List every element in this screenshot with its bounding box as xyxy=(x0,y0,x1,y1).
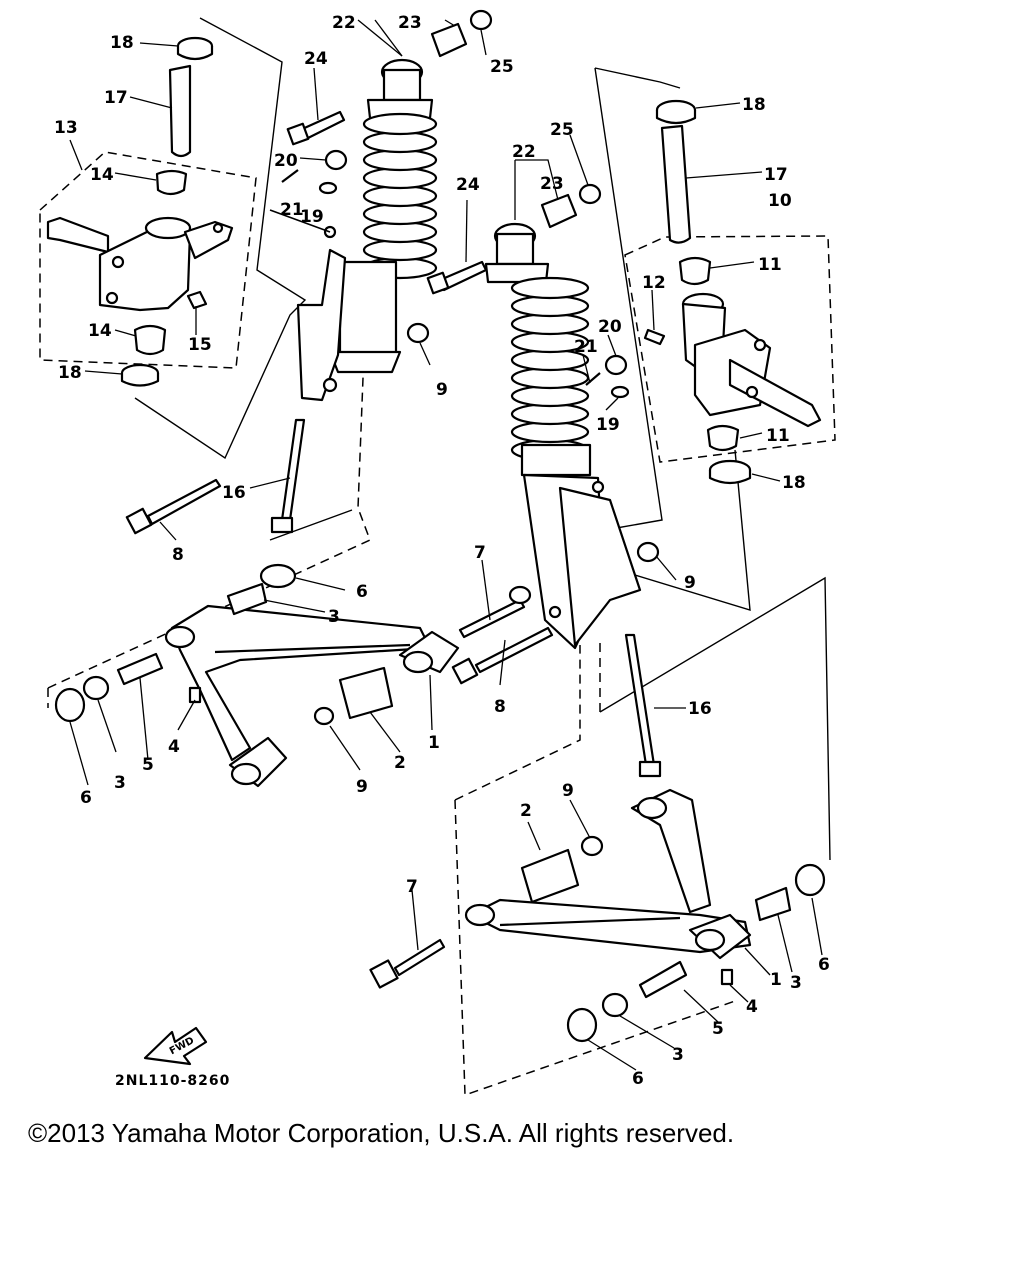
callout-1-right: 1 xyxy=(770,970,782,990)
callout-7-left: 7 xyxy=(474,543,486,563)
callout-numbers: 22 23 25 18 17 24 20 21 19 13 14 14 15 1… xyxy=(54,13,830,1089)
callout-3-right-top: 3 xyxy=(790,973,802,993)
callout-3-right-bottom: 3 xyxy=(672,1045,684,1065)
spring-coil xyxy=(362,112,438,136)
callout-24-right: 24 xyxy=(456,175,480,195)
callout-23-right: 23 xyxy=(540,174,564,194)
long-bolts xyxy=(125,418,662,989)
right-shock-absorber xyxy=(484,222,642,650)
callout-20-left: 20 xyxy=(274,151,298,171)
leader-lines xyxy=(69,19,823,1071)
callout-13: 13 xyxy=(54,118,78,138)
callout-11-right-bottom: 11 xyxy=(766,426,790,446)
callout-23-left: 23 xyxy=(398,13,422,33)
callout-17-right: 17 xyxy=(764,165,788,185)
left-reference-frame xyxy=(47,17,371,708)
shock-mount-bolts xyxy=(281,110,660,563)
callout-9-left-bottom: 9 xyxy=(356,777,368,797)
callout-17-left: 17 xyxy=(104,88,128,108)
callout-2-right: 2 xyxy=(520,801,532,821)
callout-21-left: 21 xyxy=(280,200,304,220)
callout-8-left: 8 xyxy=(172,545,184,565)
callout-9-left-top: 9 xyxy=(436,380,448,400)
callout-19-right: 19 xyxy=(596,415,620,435)
left-shock-absorber xyxy=(269,58,438,402)
callout-4-left: 4 xyxy=(168,737,180,757)
callout-9-right-bottom: 9 xyxy=(562,781,574,801)
callout-19-left: 19 xyxy=(300,207,324,227)
callout-12: 12 xyxy=(642,273,666,293)
right-steering-knuckle xyxy=(643,99,822,485)
spring-coil xyxy=(510,276,590,300)
callout-6-right-bottom: 6 xyxy=(632,1069,644,1089)
copyright-notice: ©2013 Yamaha Motor Corporation, U.S.A. A… xyxy=(28,1118,735,1148)
callout-21-right: 21 xyxy=(574,337,598,357)
left-king-pin-parts xyxy=(120,36,214,387)
callout-11-right-top: 11 xyxy=(758,255,782,275)
left-a-arm xyxy=(54,563,460,788)
callout-6-left-bottom: 6 xyxy=(80,788,92,808)
callout-18-left-bottom: 18 xyxy=(58,363,82,383)
callout-18-left-top: 18 xyxy=(110,33,134,53)
left-steering-knuckle xyxy=(46,216,234,312)
left-knuckle-dashed-box xyxy=(39,151,257,369)
callout-4-right: 4 xyxy=(746,997,758,1017)
callout-10: 10 xyxy=(768,191,792,211)
callout-5-right: 5 xyxy=(712,1019,724,1039)
callout-3-left-bottom: 3 xyxy=(114,773,126,793)
callout-16-right: 16 xyxy=(688,699,712,719)
callout-18-right-bottom: 18 xyxy=(782,473,806,493)
callout-22-right: 22 xyxy=(512,142,536,162)
right-a-arm xyxy=(464,788,826,1043)
callout-5-left: 5 xyxy=(142,755,154,775)
callout-14-left-top: 14 xyxy=(90,165,114,185)
callout-6-right-top: 6 xyxy=(818,955,830,975)
callout-15: 15 xyxy=(188,335,212,355)
callout-14-left-bottom: 14 xyxy=(88,321,112,341)
forward-direction-arrow: FWD xyxy=(143,1026,208,1066)
callout-9-right-top: 9 xyxy=(684,573,696,593)
callout-25-right: 25 xyxy=(550,120,574,140)
top-bushings-and-nuts xyxy=(430,9,602,229)
callout-25-left: 25 xyxy=(490,57,514,77)
callout-22-left: 22 xyxy=(332,13,356,33)
callout-2-left: 2 xyxy=(394,753,406,773)
callout-7-right: 7 xyxy=(406,877,418,897)
callout-1-left: 1 xyxy=(428,733,440,753)
right-knuckle-dashed-box xyxy=(624,235,836,463)
callout-3-left-top: 3 xyxy=(328,607,340,627)
drawing-code: 2NL110-8260 xyxy=(115,1073,231,1089)
callout-16-left: 16 xyxy=(222,483,246,503)
callout-18-right-top: 18 xyxy=(742,95,766,115)
callout-24-left: 24 xyxy=(304,49,328,69)
callout-6-left-top: 6 xyxy=(356,582,368,602)
callout-20-right: 20 xyxy=(598,317,622,337)
callout-8-right-bolt: 8 xyxy=(494,697,506,717)
